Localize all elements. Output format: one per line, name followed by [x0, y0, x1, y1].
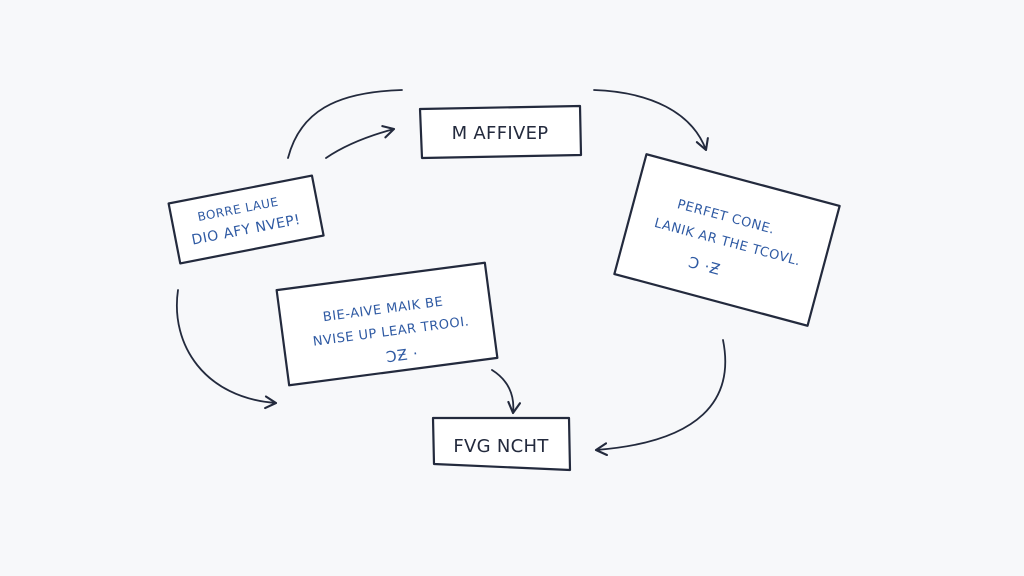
node-top-box: M AFFIVEP: [418, 104, 583, 160]
top-box-label: M AFFIVEP: [452, 123, 549, 144]
arrow-right-to-bottom: [594, 339, 727, 457]
arrow-top-to-right: [593, 89, 709, 152]
arrow-left-to-center: [176, 289, 278, 410]
center-note-scribble: ƆƵ ·: [385, 344, 419, 366]
arrow-left-to-top: [325, 125, 396, 159]
node-center-note: BIE-AIVE MAIK BE NVISE UP LEAR TROOI. ƆƵ…: [275, 261, 499, 387]
node-left-note: BORRE LAUE DIO AFY NVEP!: [167, 174, 325, 265]
bottom-box-label: FVG NCHT: [453, 436, 549, 457]
node-bottom-box: FVG NCHT: [431, 416, 572, 472]
node-right-note: PERFET CONE. LANIK AR THE TCOVL. Ɔ ·Ƶ: [613, 153, 841, 327]
connectors: [176, 89, 727, 457]
arrow-center-to-bottom: [491, 369, 522, 415]
arc-left-to-top-outer: [287, 89, 403, 159]
